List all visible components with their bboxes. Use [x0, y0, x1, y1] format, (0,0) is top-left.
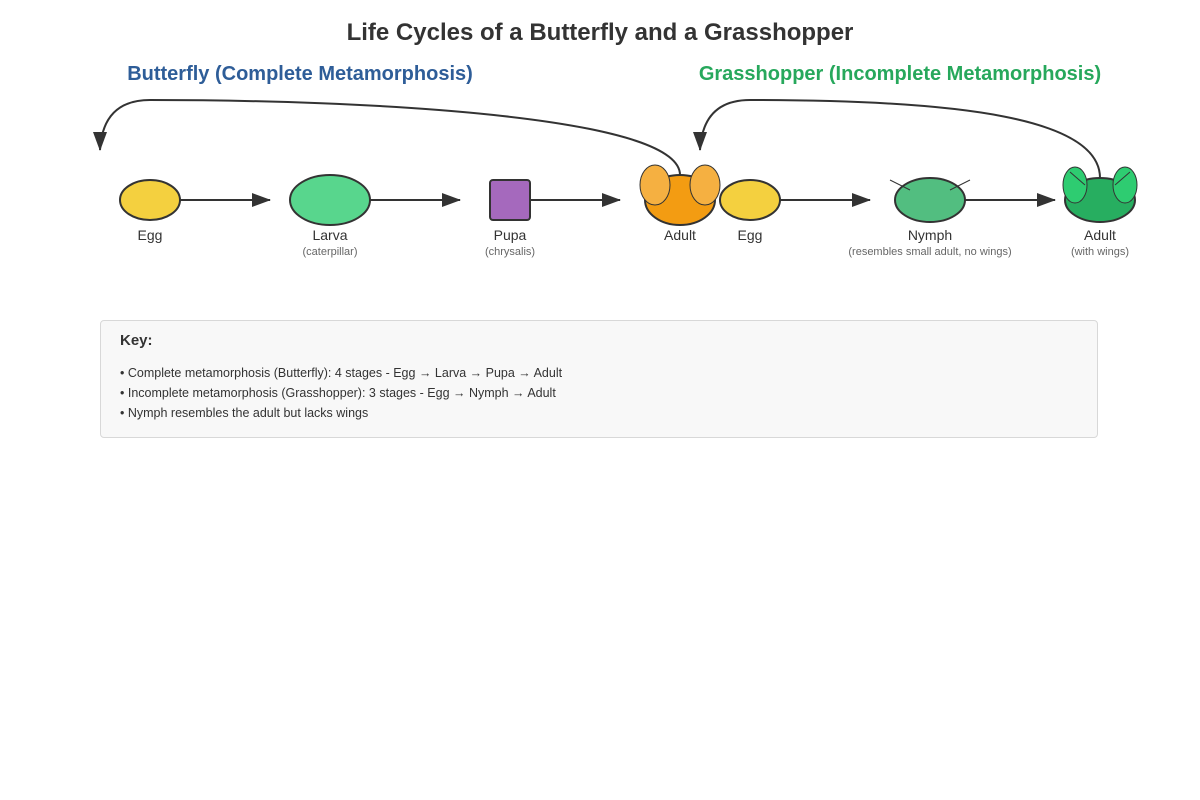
grasshopper-egg-label: Egg: [738, 227, 763, 243]
grasshopper-adult-label: Adult: [1084, 227, 1116, 243]
grasshopper-egg-icon: [719, 179, 781, 221]
grasshopper-adult-icon: [1062, 166, 1138, 223]
key-item-incomplete: • Incomplete metamorphosis (Grasshopper)…: [120, 386, 556, 400]
grasshopper-cycle-arrowhead: [693, 132, 707, 151]
larva-icon: [289, 174, 371, 226]
larva-label: Larva: [312, 227, 347, 243]
arrowhead-egg-to-nymph: [852, 193, 871, 207]
arrowhead-egg-to-larva: [252, 193, 271, 207]
key-item-complete: • Complete metamorphosis (Butterfly): 4 …: [120, 366, 563, 380]
diagram-title: Life Cycles of a Butterfly and a Grassho…: [347, 19, 854, 46]
key-item-nymph: • Nymph resembles the adult but lacks wi…: [120, 406, 369, 420]
key-box: Key: • Complete metamorphosis (Butterfly…: [100, 320, 1098, 438]
butterfly-cycle-arrow: [99, 98, 681, 176]
butterfly-egg-icon: [119, 179, 181, 221]
grasshopper-heading: Grasshopper (Incomplete Metamorphosis): [699, 63, 1101, 85]
grasshopper-cycle-arrow: [699, 98, 1101, 179]
nymph-label: Nymph: [908, 227, 952, 243]
nymph-sublabel: (resembles small adult, no wings): [848, 246, 1011, 258]
butterfly-adult-label: Adult: [664, 227, 696, 243]
grasshopper-adult-sublabel: (with wings): [1071, 246, 1129, 258]
butterfly-adult-icon: [639, 164, 721, 226]
arrowhead-larva-to-pupa: [442, 193, 461, 207]
key-title: Key:: [120, 332, 153, 349]
butterfly-egg-label: Egg: [138, 227, 163, 243]
arrowhead-pupa-to-adult: [602, 193, 621, 207]
butterfly-cycle-arrowhead: [93, 132, 107, 151]
pupa-label: Pupa: [494, 227, 527, 243]
pupa-icon: [489, 179, 531, 221]
arrowhead-nymph-to-adult: [1037, 193, 1056, 207]
larva-sublabel: (caterpillar): [302, 246, 357, 258]
butterfly-heading: Butterfly (Complete Metamorphosis): [127, 63, 473, 85]
nymph-icon: [889, 177, 971, 223]
pupa-sublabel: (chrysalis): [485, 246, 535, 258]
